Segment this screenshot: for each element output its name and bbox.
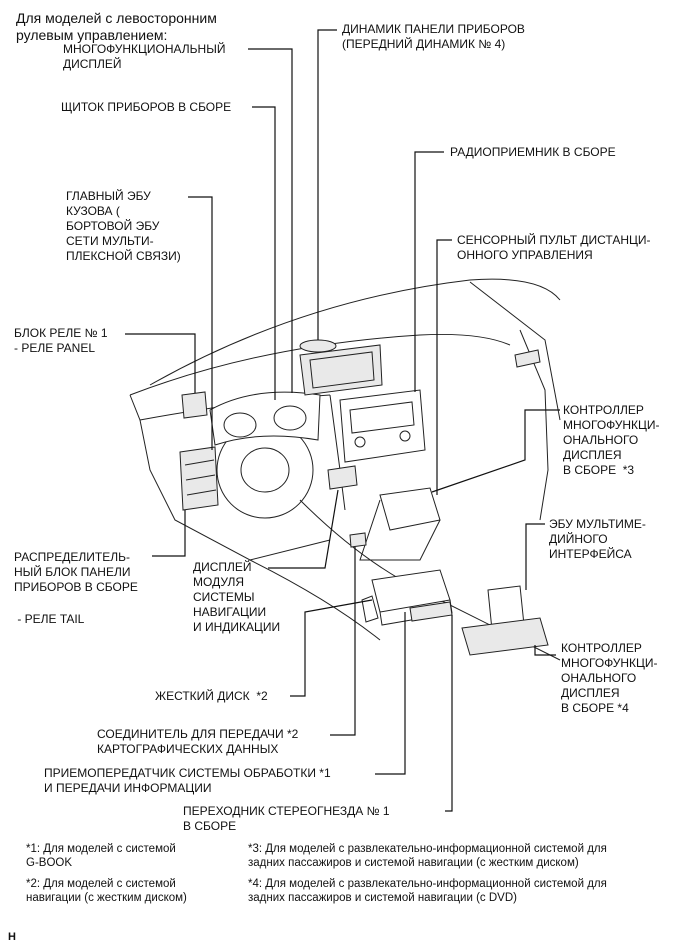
footnote-3: *3: Для моделей с развлекательно-информа… — [248, 843, 607, 869]
leader-multimedia-ecu — [525, 523, 545, 590]
a-pillar — [469, 281, 561, 421]
radio-knob-right — [399, 430, 411, 442]
leader-multi-display — [248, 48, 293, 393]
junction-detail — [186, 489, 217, 496]
leader-transceiver — [375, 612, 406, 775]
radio-knob-left — [354, 436, 366, 448]
label-relay-block: БЛОК РЕЛЕ № 1 - РЕЛЕ PANEL — [14, 326, 108, 355]
label-multi-display: МНОГОФУНКЦИОНАЛЬНЫЙ ДИСПЛЕЙ — [63, 42, 226, 71]
label-map-connector: СОЕДИНИТЕЛЬ ДЛЯ ПЕРЕДАЧИ *2 КАРТОГРАФИЧЕ… — [97, 727, 299, 756]
leader-speaker — [317, 29, 337, 340]
leader-meter — [252, 106, 276, 400]
dashboard-lower — [139, 419, 331, 561]
gauge-right — [273, 405, 307, 431]
footnote-2: *2: Для моделей с системой навигации (с … — [26, 878, 187, 904]
bracket — [361, 595, 379, 623]
footnote-4: *4: Для моделей с развлекательно-информа… — [248, 878, 607, 904]
windshield-edge — [149, 278, 561, 386]
speaker — [299, 339, 337, 353]
multi-display — [299, 344, 383, 396]
corner-mark: H — [8, 931, 16, 943]
touch-remote — [379, 487, 441, 531]
label-controller-4: КОНТРОЛЛЕР МНОГОФУНКЦИ- ОНАЛЬНОГО ДИСПЛЕ… — [561, 641, 658, 715]
leader-nav-display — [268, 489, 339, 569]
radio-unit — [339, 389, 426, 463]
center-console — [359, 499, 441, 561]
label-nav-display: ДИСПЛЕЙ МОДУЛЯ СИСТЕМЫ НАВИГАЦИИ И ИНДИК… — [193, 560, 281, 634]
meter-cluster — [209, 391, 321, 446]
label-speaker: ДИНАМИК ПАНЕЛИ ПРИБОРОВ (ПЕРЕДНИЙ ДИНАМИ… — [342, 22, 525, 51]
leader-junction-block — [152, 510, 186, 557]
rear-controller — [461, 617, 549, 656]
leader-stereo-adapter — [445, 615, 453, 812]
junction-block — [179, 446, 219, 511]
junction-detail — [185, 474, 216, 481]
label-controller-3: КОНТРОЛЛЕР МНОГОФУНКЦИ- ОНАЛЬНОГО ДИСПЛЕ… — [563, 403, 660, 477]
leader-main-body-ecu — [188, 196, 213, 450]
label-hdd: ЖЕСТКИЙ ДИСК *2 — [155, 689, 268, 703]
multi-display-screen — [309, 351, 375, 389]
nav-module — [327, 465, 358, 490]
leader-controller-3 — [431, 409, 560, 493]
leader-hdd — [290, 599, 373, 697]
junction-detail — [184, 459, 215, 466]
label-transceiver: ПРИЕМОПЕРЕДАТЧИК СИСТЕМЫ ОБРАБОТКИ *1 И … — [44, 766, 331, 795]
relay-block — [181, 391, 208, 419]
label-stereo-adapter: ПЕРЕХОДНИК СТЕРЕОГНЕЗДА № 1 В СБОРЕ — [183, 804, 390, 833]
label-junction-block: РАСПРЕДЕЛИТЕЛЬ- НЫЙ БЛОК ПАНЕЛИ ПРИБОРОВ… — [14, 550, 138, 594]
label-multimedia-ecu: ЭБУ МУЛЬТИМЕ- ДИЙНОГО ИНТЕРФЕЙСА — [549, 517, 646, 561]
label-main-body-ecu: ГЛАВНЫЙ ЭБУ КУЗОВА ( БОРТОВОЙ ЭБУ СЕТИ М… — [66, 189, 181, 263]
footnote-1: *1: Для моделей с системой G-BOOK — [26, 843, 176, 869]
side-vent — [514, 349, 541, 368]
label-radio: РАДИОПРИЕМНИК В СБОРЕ — [450, 145, 616, 159]
leader-radio — [414, 151, 444, 392]
leader-relay-block — [125, 333, 196, 393]
gauge-left — [223, 412, 257, 438]
map-connector — [349, 532, 367, 548]
label-touch-remote: СЕНСОРНЫЙ ПУЛЬТ ДИСТАНЦИ- ОННОГО УПРАВЛЕ… — [457, 233, 651, 262]
steering-hub — [240, 447, 290, 493]
dashboard-top — [129, 333, 511, 396]
page-title: Для моделей с левосторонним рулевым упра… — [16, 10, 217, 43]
label-meter: ЩИТОК ПРИБОРОВ В СБОРЕ — [61, 100, 232, 114]
leader-controller-4 — [534, 645, 556, 656]
leader-map-connector — [330, 547, 356, 736]
floor-left — [249, 559, 381, 641]
radio-face — [349, 401, 415, 434]
leader-touch-remote — [436, 239, 452, 495]
label-tail-relay: - РЕЛЕ TAIL — [14, 612, 85, 626]
